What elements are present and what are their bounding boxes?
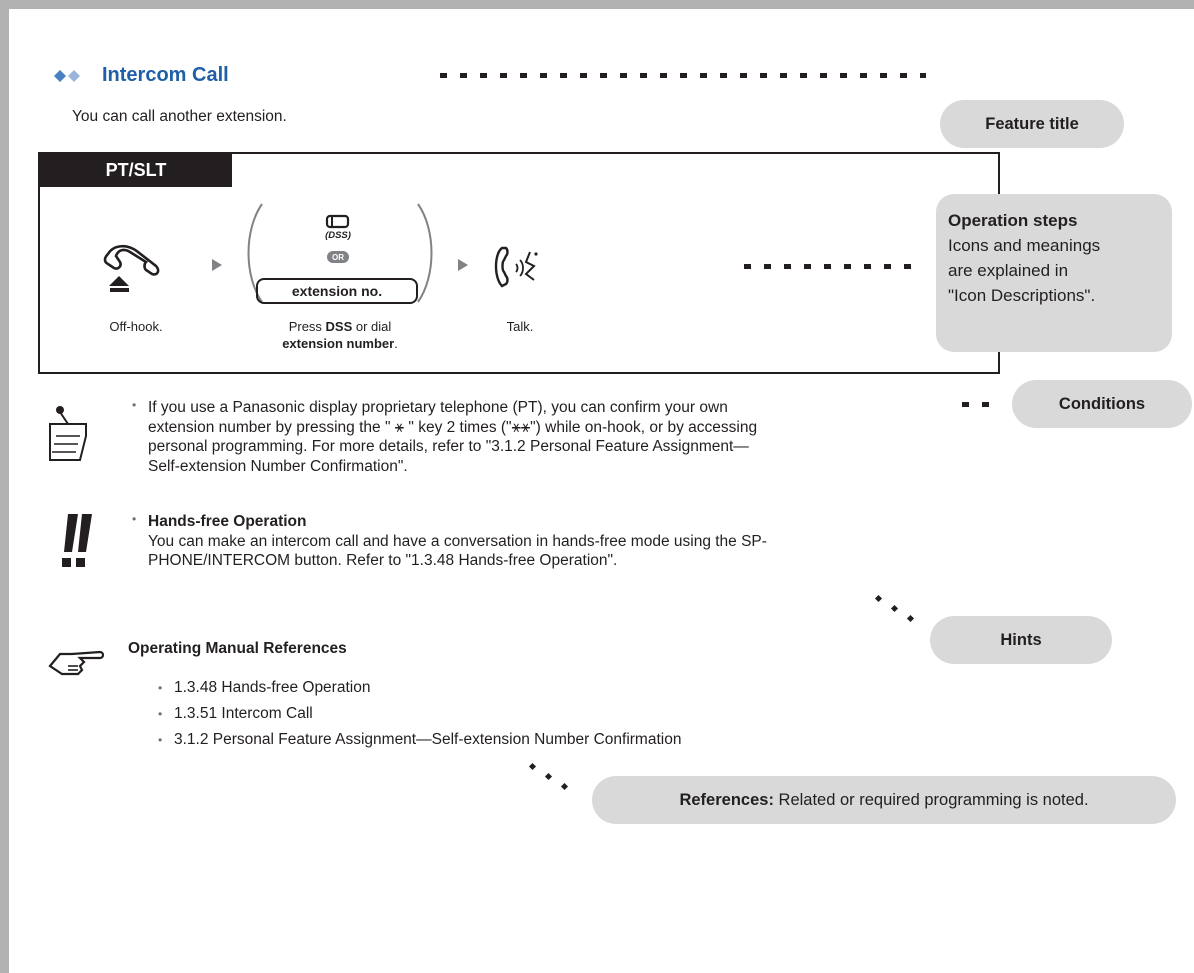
operation-box: PT/SLT xyxy=(38,152,1000,374)
talk-caption: Talk. xyxy=(506,319,534,334)
double-exclamation-icon xyxy=(62,514,92,567)
feature-title-callout: Feature title xyxy=(940,100,1124,148)
hints-callout-label: Hints xyxy=(1000,630,1042,649)
notepad-icon xyxy=(49,406,87,461)
hint-note: Hands-free Operation You can make an int… xyxy=(148,513,767,569)
dss-label: (DSS) xyxy=(325,230,351,241)
pointing-hand-icon xyxy=(48,650,105,676)
feature-description: You can call another extension. xyxy=(72,108,287,125)
page-frame-left xyxy=(0,0,9,973)
operation-steps-leader xyxy=(744,264,924,269)
references-callout-head: References: xyxy=(679,790,774,809)
step-arrow-1 xyxy=(212,259,222,271)
handset-offhook-icon xyxy=(103,244,160,292)
two-diamonds-icon xyxy=(54,69,80,82)
conditions-leader xyxy=(962,402,996,407)
page-frame-top xyxy=(0,0,1194,9)
reference-item: 1.3.51 Intercom Call xyxy=(174,705,313,722)
talking-handset-icon xyxy=(494,246,538,288)
references-callout: References: Related or required programm… xyxy=(592,776,1176,824)
references-heading: Operating Manual References xyxy=(128,640,347,657)
hint-bullet: • xyxy=(132,512,137,526)
operation-steps-head: Operation steps xyxy=(948,211,1078,230)
reference-item: 3.1.2 Personal Feature Assignment—Self-e… xyxy=(174,731,682,748)
or-badge: OR xyxy=(327,251,349,263)
conditions-callout-label: Conditions xyxy=(1058,394,1146,413)
reference-item: 1.3.48 Hands-free Operation xyxy=(174,679,371,696)
offhook-caption: Off-hook. xyxy=(109,319,163,334)
dss-key-icon xyxy=(325,214,350,229)
condition-bullet: • xyxy=(132,398,137,412)
step-arrow-2 xyxy=(458,259,468,271)
operation-tab: PT/SLT xyxy=(40,154,232,187)
operation-steps-callout: Operation steps Icons and meanings are e… xyxy=(936,194,1172,352)
condition-note: If you use a Panasonic display proprieta… xyxy=(148,399,758,475)
feature-title-callout-label: Feature title xyxy=(985,114,1079,133)
extension-no-button: extension no. xyxy=(256,278,418,304)
conditions-callout: Conditions xyxy=(1012,380,1192,428)
dss-caption: Press DSS or dial extension number. xyxy=(282,319,398,351)
feature-title-leader xyxy=(440,73,926,78)
title-text: Intercom Call xyxy=(102,64,229,86)
hints-callout: Hints xyxy=(930,616,1112,664)
feature-title: Intercom Call xyxy=(52,64,229,87)
references-callout-text: Related or required programming is noted… xyxy=(778,790,1089,809)
